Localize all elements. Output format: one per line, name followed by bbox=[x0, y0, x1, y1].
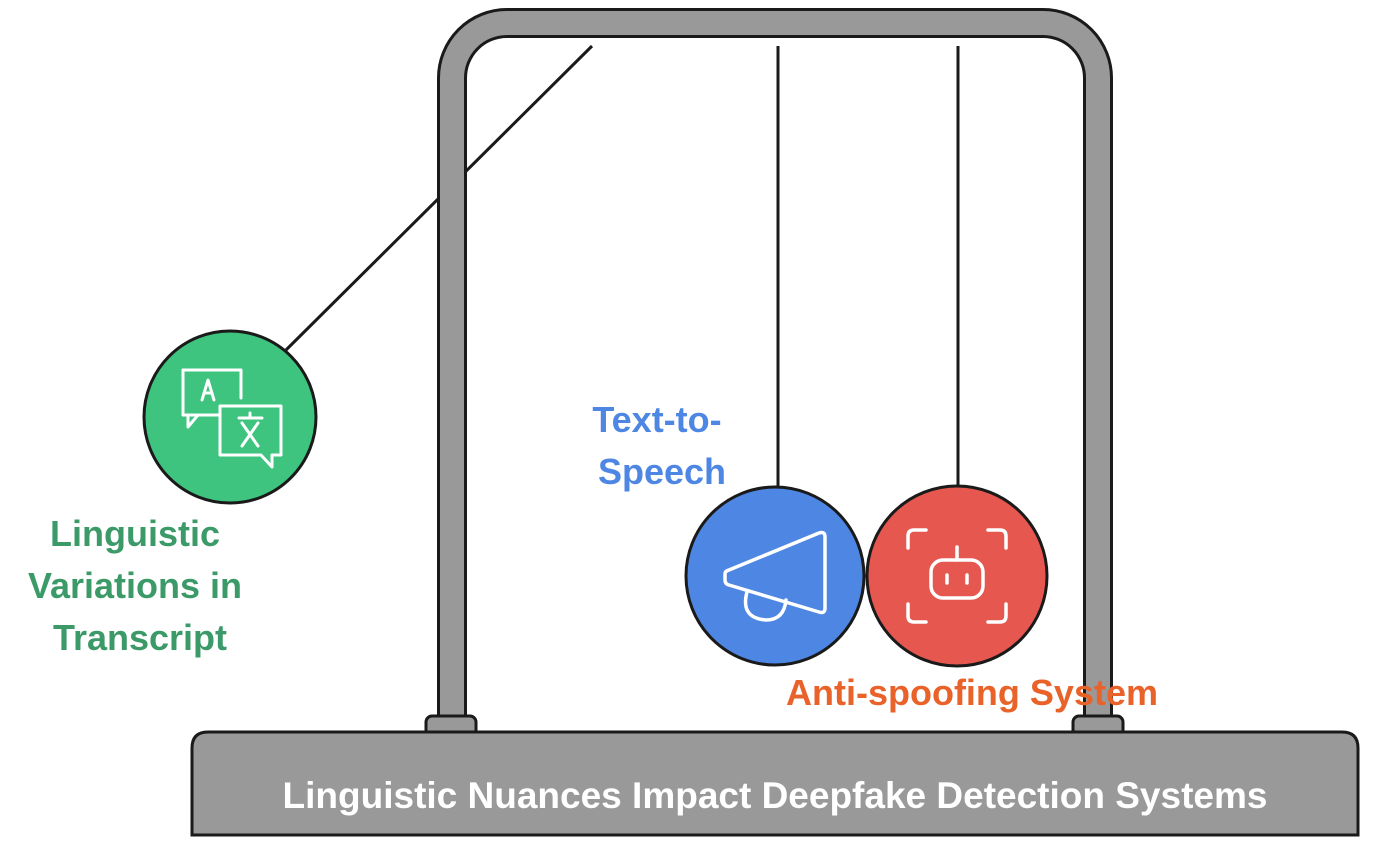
cradle-base: Linguistic Nuances Impact Deepfake Detec… bbox=[190, 730, 1360, 837]
label-antispoof-line-1: Anti-spoofing System bbox=[786, 672, 1158, 713]
label-tts-line-1: Text-to- bbox=[592, 399, 721, 440]
label-linguistic: Linguistic Variations in Transcript bbox=[28, 513, 252, 658]
robot-scan-icon bbox=[906, 528, 1008, 624]
ball-antispoof bbox=[865, 484, 1049, 668]
translate-icon bbox=[181, 368, 283, 469]
ball-tts bbox=[684, 485, 866, 667]
label-linguistic-line-2: Variations in bbox=[28, 565, 242, 606]
frame-fill bbox=[440, 11, 1110, 722]
ball-linguistic bbox=[142, 329, 318, 505]
label-linguistic-line-3: Transcript bbox=[53, 617, 227, 658]
label-tts-line-2: Speech bbox=[598, 451, 726, 492]
cradle-frame bbox=[437, 8, 1113, 722]
label-antispoof: Anti-spoofing System bbox=[786, 672, 1158, 713]
base-title: Linguistic Nuances Impact Deepfake Detec… bbox=[283, 775, 1268, 816]
megaphone-icon bbox=[723, 530, 827, 622]
label-tts: Text-to- Speech bbox=[592, 399, 731, 492]
label-linguistic-line-1: Linguistic bbox=[50, 513, 220, 554]
